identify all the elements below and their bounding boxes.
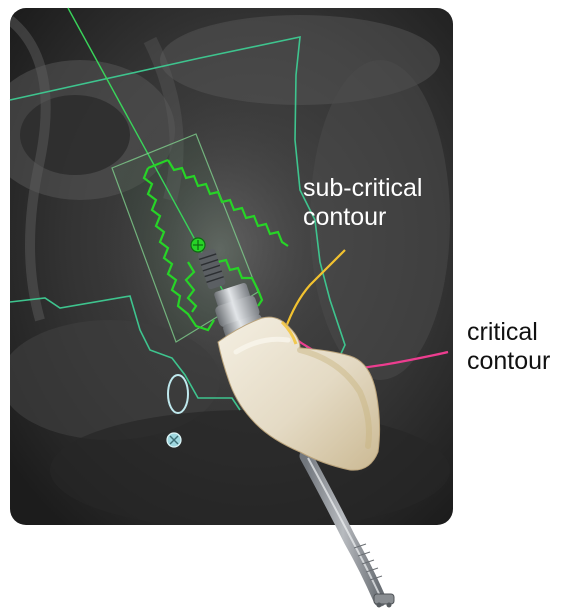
critical-contour-label: critical contour <box>467 318 550 376</box>
critical-label-line1: critical <box>467 318 550 347</box>
target-marker-icon <box>191 238 205 252</box>
sub-critical-label-line2: contour <box>303 203 422 232</box>
sub-critical-label-line1: sub-critical <box>303 174 422 203</box>
sub-critical-contour-label: sub-critical contour <box>303 174 422 232</box>
critical-label-line2: contour <box>467 347 550 376</box>
nerve-marker-icon <box>167 433 181 447</box>
